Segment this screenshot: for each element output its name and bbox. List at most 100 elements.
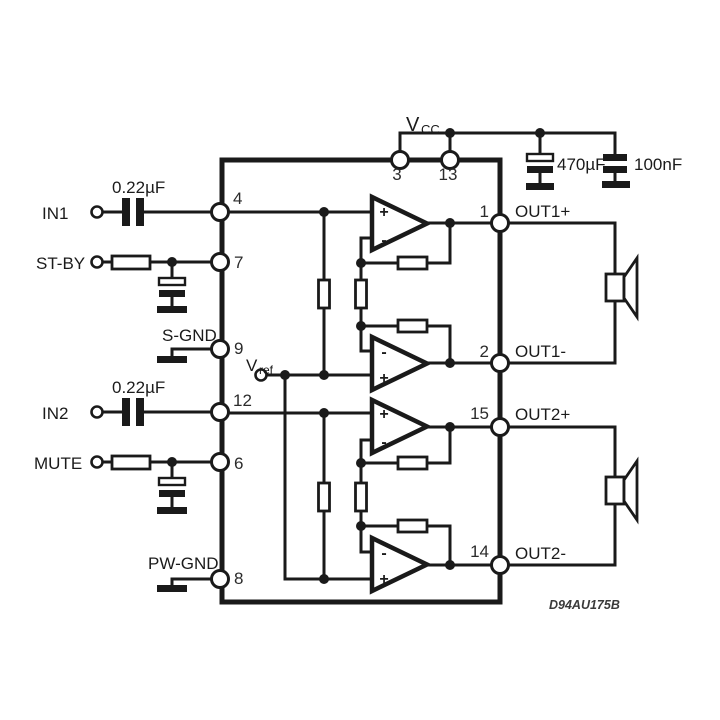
speaker-coil [604,475,626,506]
speaker-cone [622,253,639,322]
ground-symbol [157,507,187,514]
opamp-3-plus-sign: + [379,406,388,423]
speaker-1 [507,221,639,365]
opamp-1 [369,193,433,254]
in2-capacitor-value: 0.22µF [112,378,165,397]
wire [507,425,617,567]
pin-8 [210,569,230,589]
opamp-2 [369,333,433,394]
junction-dot [535,128,545,138]
wire [101,460,213,509]
wire [359,425,452,465]
capacitor-plate [157,476,187,487]
capacitor-plate [157,276,187,287]
drawing-code: D94AU175B [549,598,620,612]
pwgnd-label: PW-GND [148,554,219,573]
feedback-resistor-4 [396,518,429,534]
wire [170,577,213,587]
pin-7 [210,252,230,272]
opamp-1-minus-sign: - [381,232,386,249]
vref-node [254,368,374,581]
opamp-4-minus-sign: - [381,545,386,562]
mute-resistor [110,454,152,471]
mute-network [90,454,213,514]
pin-7-number: 7 [234,253,243,272]
pin-13 [440,150,460,170]
pin-12-number: 12 [233,391,252,410]
capacitor-plate [122,198,130,226]
capacitor-plate [525,152,555,163]
pin-15-number: 15 [470,404,489,423]
pin-6-number: 6 [234,454,243,473]
wire [359,524,452,567]
opamp-1-plus-sign: + [379,204,388,221]
feedback-resistor-2 [396,318,429,334]
ground-symbol [157,356,187,363]
vref-label: V [246,356,258,375]
pin-13-number: 13 [439,165,458,184]
pin-9 [210,339,230,359]
pin-3-number: 3 [392,165,401,184]
wire [507,221,617,365]
bias-resistor-2 [317,481,331,513]
wire [101,260,213,308]
in1-capacitor-value: 0.22µF [112,178,165,197]
mute-label: MUTE [34,454,82,473]
interstage-resistor-2 [354,481,368,513]
capacitor-plate [603,154,627,161]
pin-2 [490,353,510,373]
channel2-internal [227,396,493,595]
wire [170,347,213,358]
in1-input-network [90,198,213,226]
pin-4-number: 4 [233,189,242,208]
in2-label: IN2 [42,404,68,423]
pwgnd-network [157,577,213,592]
stby-terminal [90,255,104,269]
wire [359,324,452,365]
junction-dot [319,574,329,584]
speaker-coil [604,272,626,303]
pin-6 [210,452,230,472]
wire [265,373,374,581]
capacitor-plate [122,398,130,426]
in2-terminal [90,405,104,419]
capacitor-plate [136,198,144,226]
capacitor-plate [159,290,185,297]
pin-1-number: 1 [480,202,489,221]
junction-dot [319,370,329,380]
wire [359,221,452,265]
stby-network [90,254,213,313]
out1-plus-label: OUT1+ [515,202,570,221]
capacitor-plate [159,490,185,497]
junction-dot [167,257,177,267]
sgnd-label: S-GND [162,326,217,345]
bias-resistor-1 [317,278,331,310]
in1-terminal [90,205,104,219]
vref-label-sub: ref [259,363,274,377]
in1-label: IN1 [42,204,68,223]
pin-9-number: 9 [234,339,243,358]
ground-symbol [602,181,630,188]
capacitor-plate [603,166,627,173]
decoupling-capacitor-value: 100nF [634,155,682,174]
opamp-4 [369,534,433,595]
pin-14 [490,555,510,575]
speaker-2 [507,425,639,567]
out1-minus-label: OUT1- [515,342,566,361]
interstage-resistor-1 [354,278,368,310]
junction-dot [445,128,455,138]
bulk-capacitor [525,152,555,190]
stby-label: ST-BY [36,254,85,273]
speaker-cone [622,456,639,525]
ground-symbol [157,306,187,313]
junction-dot [445,560,455,570]
opamp-4-plus-sign: + [379,571,388,588]
capacitor-plate [136,398,144,426]
pin-14-number: 14 [470,542,489,561]
opamp-3-minus-sign: - [381,434,386,451]
ground-symbol [526,183,554,190]
vcc-label: V [406,114,420,136]
feedback-resistor-3 [396,455,429,471]
